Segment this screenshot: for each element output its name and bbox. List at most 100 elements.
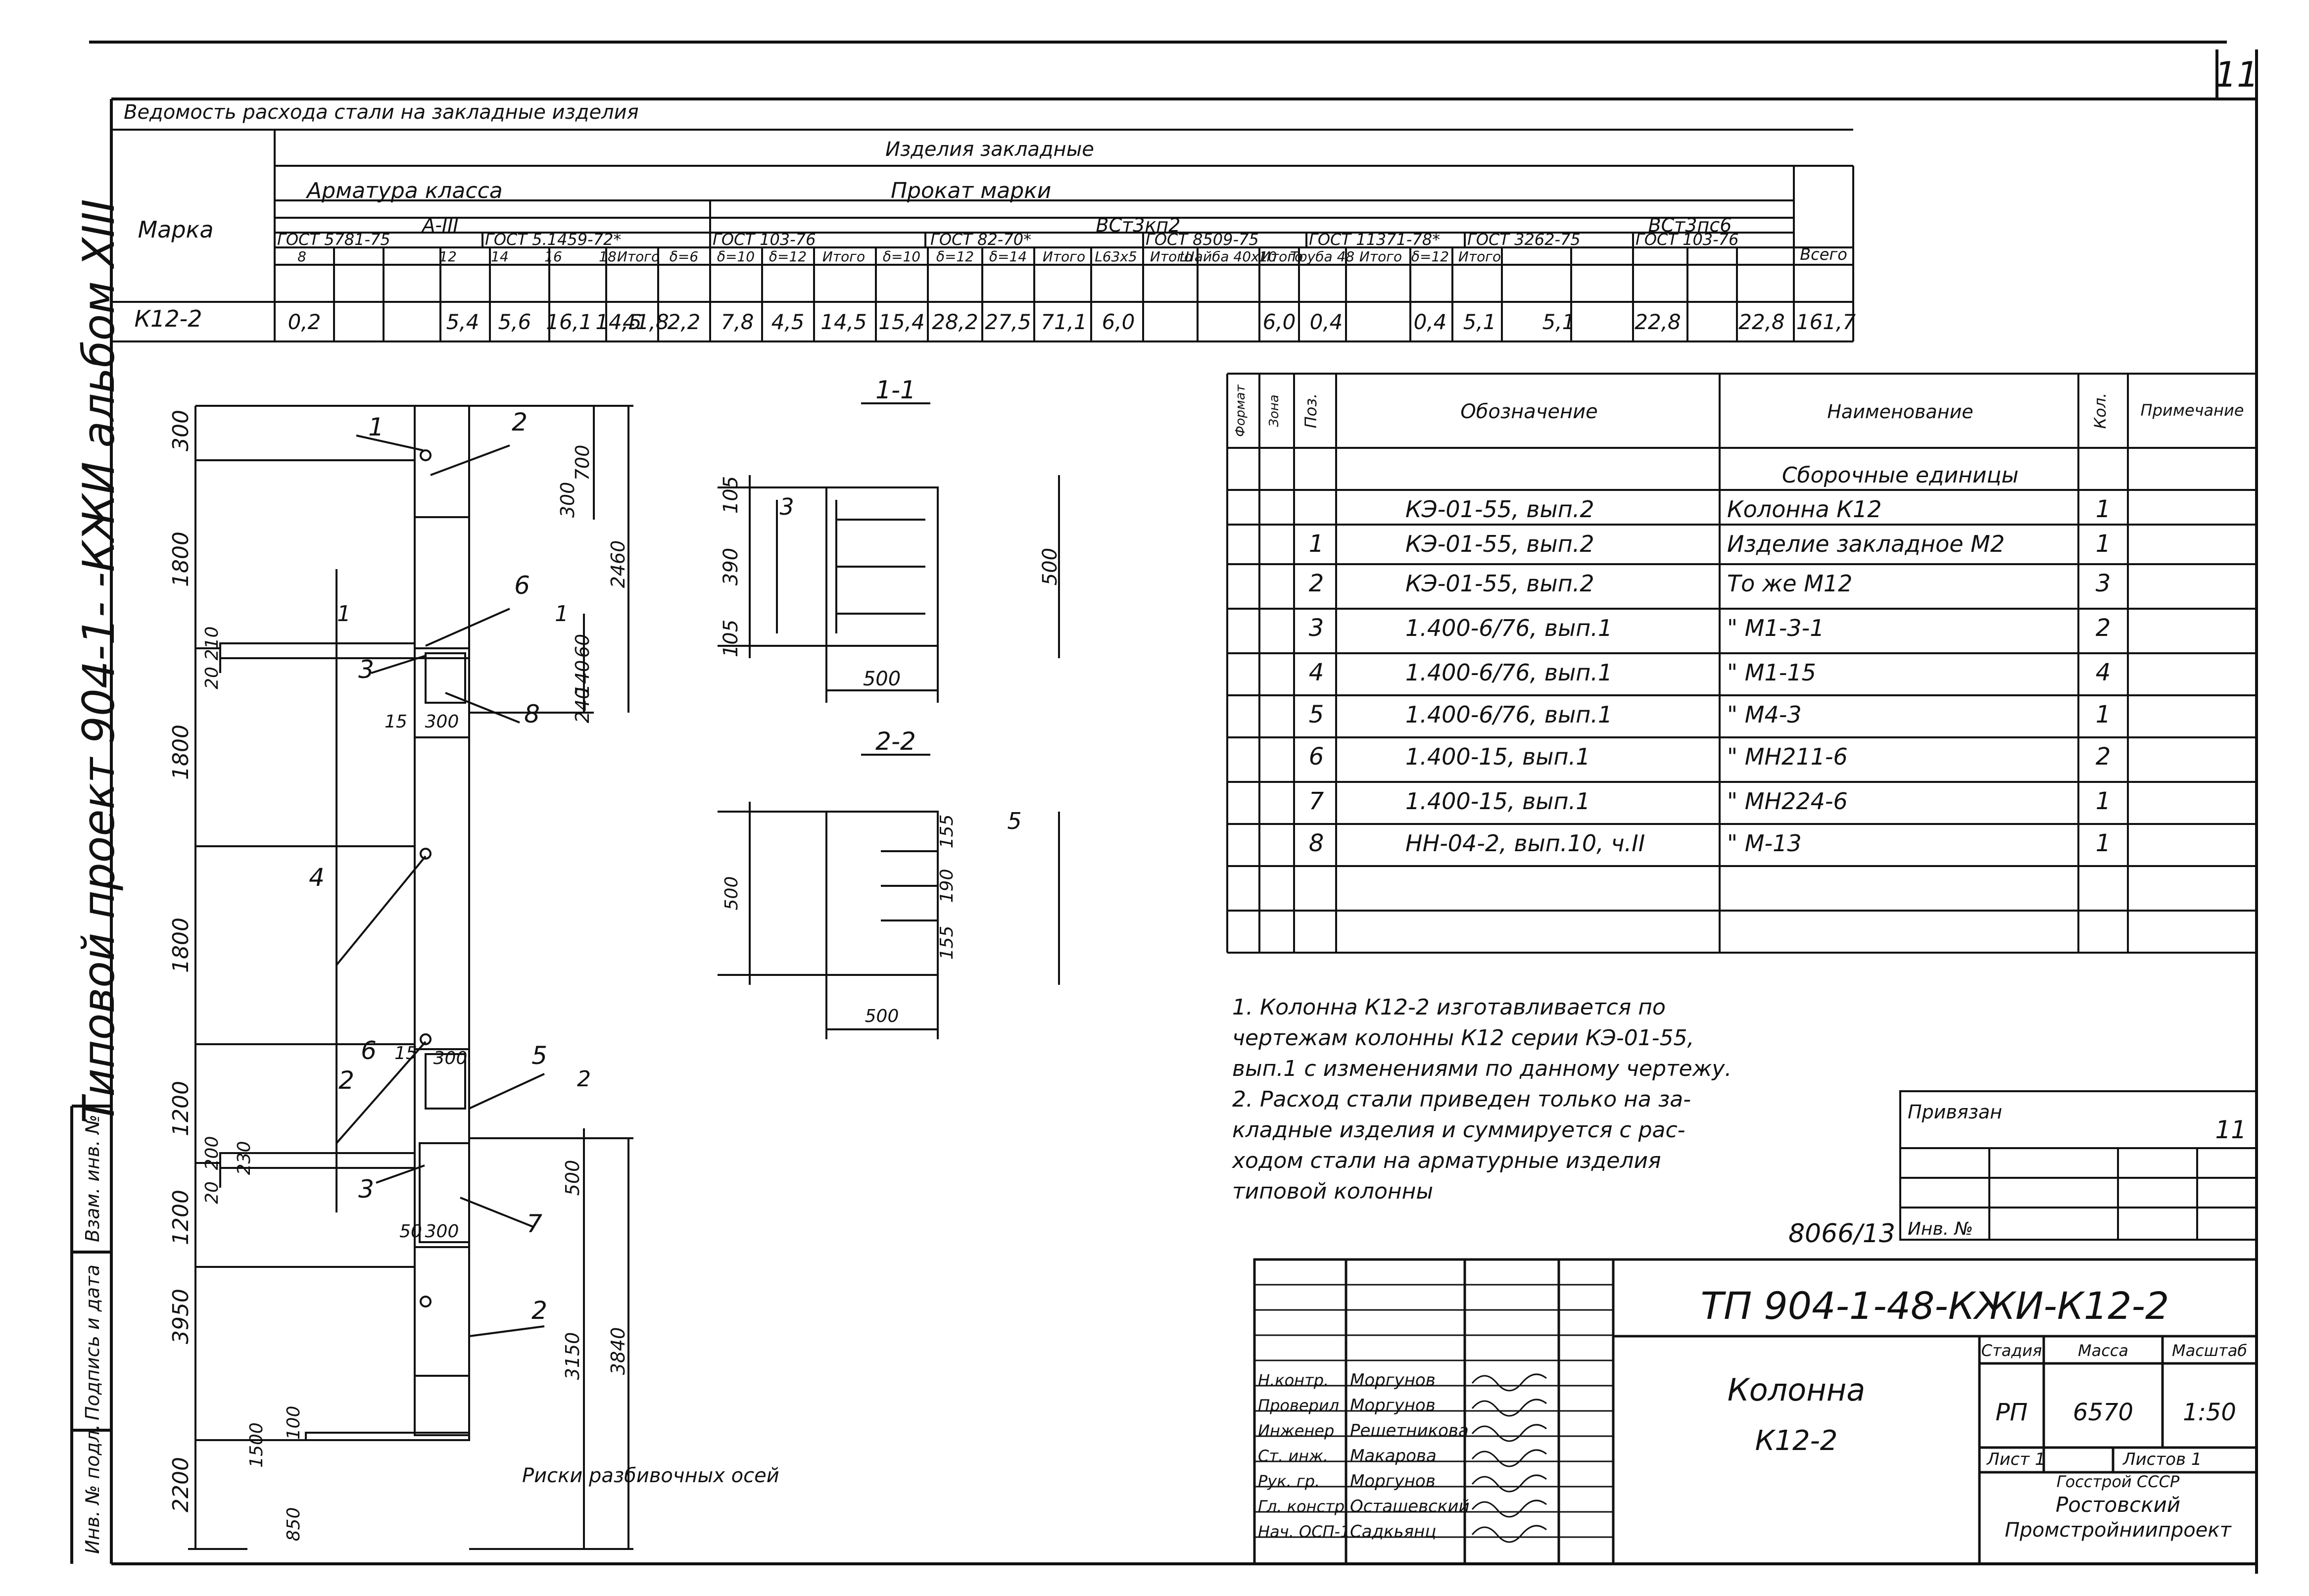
tb-sheets: Листов 1 xyxy=(2122,1450,2202,1469)
embed-4 xyxy=(420,848,432,860)
spec-row-code: 1.400-6/76, вып.1 xyxy=(1405,701,1612,728)
sheet-frame xyxy=(70,41,2258,1574)
embed-plate-7 xyxy=(419,1142,470,1243)
elev-bottom-dim: 50 xyxy=(399,1221,422,1242)
notes: 1. Колонна К12-2 изготавливается почерте… xyxy=(1231,995,1732,1204)
spec-row-qty: 1 xyxy=(2096,787,2111,815)
steel-rebar-class: А-III xyxy=(421,214,458,236)
steel-subhead: 8 xyxy=(297,248,306,265)
tb-mass-head: Масса xyxy=(2078,1341,2128,1360)
spec-row-name: " М-13 xyxy=(1727,830,1802,857)
elev-section-mark: 1 xyxy=(555,601,569,627)
tb-person: Моргунов xyxy=(1350,1396,1436,1415)
note-line: 1. Колонна К12-2 изготавливается по xyxy=(1232,995,1666,1020)
steel-rolled-grade: ВСт3кп2 xyxy=(1096,214,1181,236)
section-1-dim: 500 xyxy=(863,668,901,690)
elev-left-dim: 1800 xyxy=(168,532,193,587)
tb-role: Нач. ОСП-1 xyxy=(1258,1522,1350,1541)
spec-row-pos: 3 xyxy=(1309,614,1324,642)
steel-row-value: 2,2 xyxy=(668,310,701,334)
steel-subhead: Итого xyxy=(617,248,660,265)
spec-row-qty: 1 xyxy=(2096,495,2111,523)
embed-1 xyxy=(420,449,432,461)
signature-mark xyxy=(1471,1474,1547,1493)
tb-code: ТП 904-1-48-КЖИ-К12-2 xyxy=(1701,1284,2169,1328)
section-2-dim: 500 xyxy=(722,876,742,911)
signature-mark xyxy=(1471,1499,1547,1518)
spec-head-code: Обозначение xyxy=(1460,400,1598,423)
elev-right-dim: 3840 xyxy=(607,1327,629,1375)
spec-head-note: Примечание xyxy=(2141,401,2244,420)
steel-gost: ГОСТ 5781-75 xyxy=(277,230,390,249)
column-elevation xyxy=(188,405,633,1550)
section-2-dim: 500 xyxy=(865,1006,899,1026)
steel-row-value: 14,5 xyxy=(595,310,642,334)
elev-left-dim: 1800 xyxy=(168,918,193,973)
note-line: типовой колонны xyxy=(1232,1179,1433,1204)
spec-head-format: Формат xyxy=(1233,384,1248,436)
tb-scale: 1:50 xyxy=(2183,1399,2236,1426)
tb-role: Инженер xyxy=(1258,1421,1334,1440)
steel-head-marka: Марка xyxy=(138,216,213,243)
privyazan-page: 11 xyxy=(2215,1115,2247,1144)
spec-row-qty: 1 xyxy=(2096,829,2111,857)
elev-callout: 2 xyxy=(512,408,528,436)
tb-name1: Колонна xyxy=(1728,1372,1866,1408)
steel-subhead: 12 xyxy=(439,248,457,265)
section-2-2 xyxy=(718,754,1060,1039)
elev-bottom-dim: 300 xyxy=(425,1221,459,1242)
elev-axis-label: Риски разбивочных осей xyxy=(522,1464,779,1487)
steel-row-value: 14,5 xyxy=(820,310,867,334)
elev-bottom-dim: 15 xyxy=(394,1043,417,1064)
elev-callout: 2 xyxy=(338,1066,354,1095)
embed-plate-8 xyxy=(425,652,466,704)
elev-right-dim: 60 xyxy=(572,634,593,658)
spec-row-code: 1.400-15, вып.1 xyxy=(1405,743,1590,770)
steel-row-value: 15,4 xyxy=(878,310,925,334)
elev-small-dim: 230 xyxy=(234,1141,254,1175)
stamp-vzam: Взам. инв. № xyxy=(82,1114,103,1242)
note-line: вып.1 с изменениями по данному чертежу. xyxy=(1232,1056,1732,1081)
spec-row-name: Изделие закладное М2 xyxy=(1727,531,2005,557)
steel-subhead: δ=10 xyxy=(883,248,920,265)
section-2-dim: 155 xyxy=(937,926,957,960)
album-vertical-label: Типовой проект 904-1- -КЖИ альбом XIII xyxy=(73,199,124,1123)
section-2-callout: 5 xyxy=(1007,808,1021,834)
elev-bottom-dim: 300 xyxy=(433,1048,468,1068)
tb-mass: 6570 xyxy=(2073,1399,2133,1426)
privyazan-box xyxy=(1899,1090,2258,1241)
elev-small-dim: 200 xyxy=(202,1136,222,1170)
tb-person: Моргунов xyxy=(1350,1370,1436,1390)
spec-row-name: " МН224-6 xyxy=(1727,788,1848,815)
elev-left-dim: 2200 xyxy=(168,1457,193,1512)
spec-row-qty: 3 xyxy=(2096,570,2111,597)
elev-callout: 5 xyxy=(531,1041,547,1070)
steel-row-value: 0,4 xyxy=(1310,310,1343,334)
steel-subhead: Итого xyxy=(1150,248,1193,265)
elev-section-mark: 1 xyxy=(337,601,351,627)
section-1-dim: 105 xyxy=(720,476,742,514)
tb-org2: Ростовский xyxy=(2056,1493,2180,1517)
steel-gost: ГОСТ 82-70* xyxy=(930,230,1031,249)
steel-row-value: 27,5 xyxy=(985,310,1031,334)
steel-head-rolled: Прокат марки xyxy=(891,178,1051,203)
tb-person: Макарова xyxy=(1350,1446,1437,1466)
steel-total-head: Всего xyxy=(1800,245,1847,264)
spec-row-pos: 1 xyxy=(1309,530,1324,558)
steel-subhead: δ=12 xyxy=(769,248,807,265)
stamp-inv-podl: Инв. № подл. xyxy=(82,1424,103,1554)
steel-row-value: 5,6 xyxy=(498,310,531,334)
steel-row-marka: К12-2 xyxy=(134,305,202,332)
elev-right-dim: 2460 xyxy=(607,540,629,588)
elev-right-dim: 700 xyxy=(572,445,593,481)
spec-row-qty: 1 xyxy=(2096,530,2111,558)
spec-head-qty: Кол. xyxy=(2091,393,2110,429)
elev-left-dim: 1200 xyxy=(168,1081,193,1136)
steel-row-value: 0,4 xyxy=(1414,310,1447,334)
spec-row-qty: 2 xyxy=(2096,614,2111,642)
spec-row-code: КЭ-01-55, вып.2 xyxy=(1405,531,1594,557)
steel-subhead: Итого xyxy=(1260,248,1303,265)
steel-subhead: Итого xyxy=(1359,248,1402,265)
tb-org3: Промстройниипроект xyxy=(2005,1519,2232,1542)
section-1-callout: 3 xyxy=(779,493,794,520)
